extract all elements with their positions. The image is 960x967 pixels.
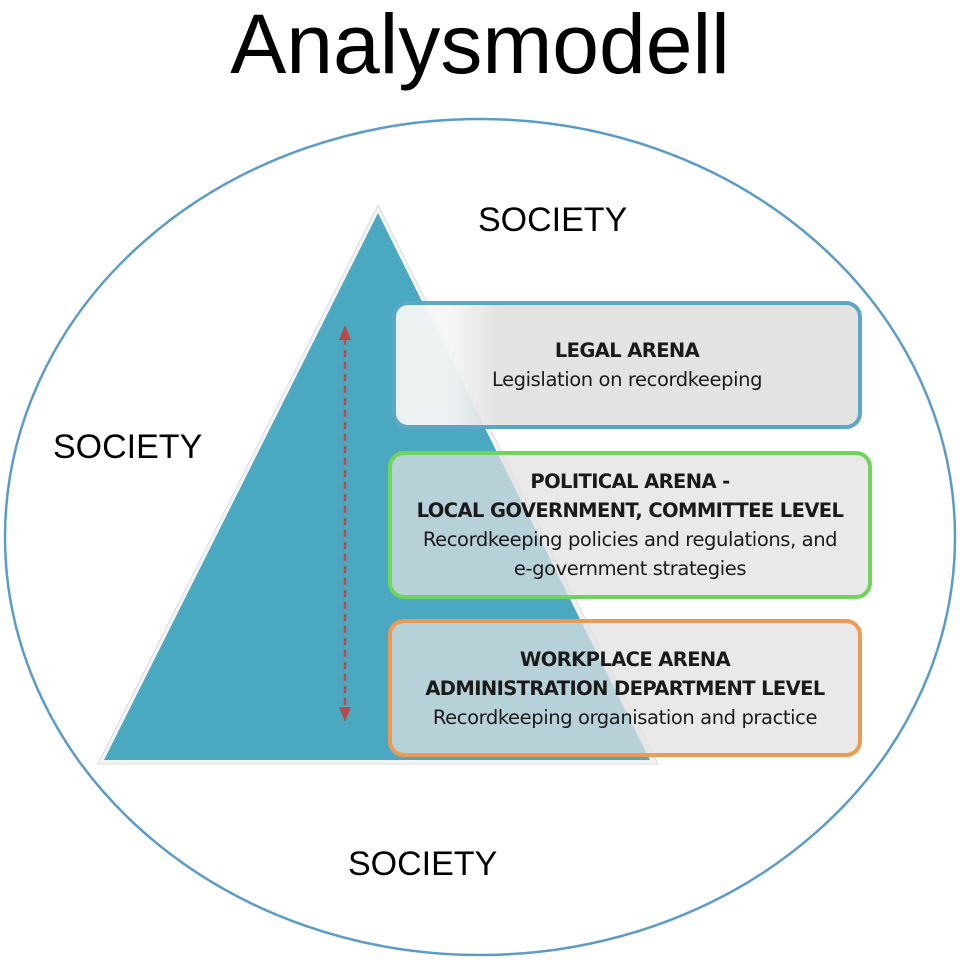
- arena-heading: ADMINISTRATION DEPARTMENT LEVEL: [425, 676, 825, 700]
- page-title: Analysmodell: [230, 0, 730, 91]
- arena-heading: LOCAL GOVERNMENT, COMMITTEE LEVEL: [416, 499, 844, 522]
- society-label-left: SOCIETY: [53, 428, 203, 466]
- arena-description: Legislation on recordkeeping: [491, 368, 763, 391]
- society-label-bottom: SOCIETY: [348, 845, 498, 883]
- arena-description: e-government strategies: [513, 557, 747, 580]
- arena-heading: WORKPLACE ARENA: [519, 647, 731, 671]
- arrow-down-head: [339, 707, 351, 722]
- workplace-arena-box: WORKPLACE ARENA ADMINISTRATION DEPARTMEN…: [388, 619, 862, 757]
- society-label-top: SOCIETY: [478, 201, 628, 239]
- arena-heading: LEGAL ARENA: [554, 339, 700, 362]
- arena-heading: POLITICAL ARENA -: [530, 470, 730, 493]
- legal-arena-box: LEGAL ARENA Legislation on recordkeeping: [392, 301, 862, 429]
- society-ellipse: [3, 117, 957, 957]
- arena-description: Recordkeeping organisation and practice: [432, 705, 818, 729]
- arrow-up-head: [339, 325, 351, 340]
- arena-description: Recordkeeping policies and regulations, …: [422, 528, 838, 551]
- political-arena-box: POLITICAL ARENA - LOCAL GOVERNMENT, COMM…: [388, 451, 872, 599]
